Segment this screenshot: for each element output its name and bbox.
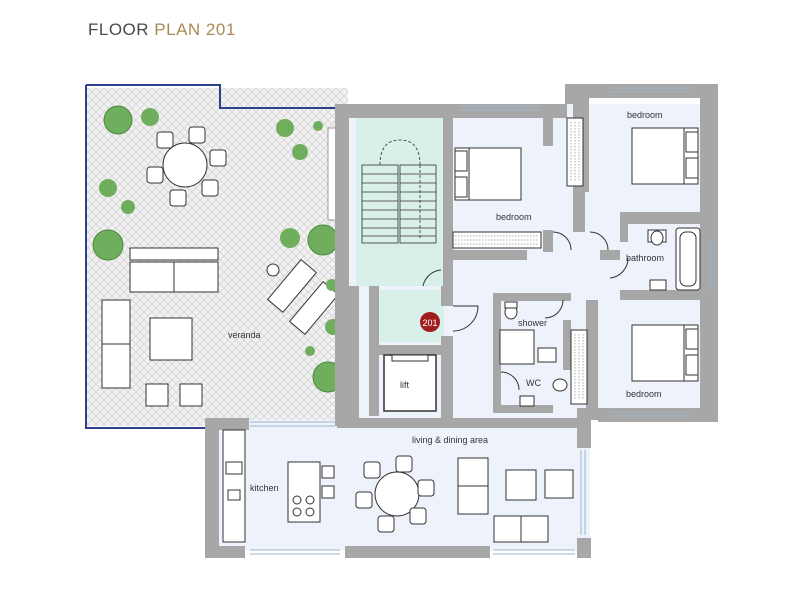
bedroom-center: bedroom xyxy=(452,147,572,251)
unit-badge-label: 201 xyxy=(422,318,437,328)
sun-loungers xyxy=(266,258,340,336)
bathroom: bathroom xyxy=(609,227,701,291)
outdoor-dining-set xyxy=(146,126,227,207)
label-veranda: veranda xyxy=(228,330,261,340)
unit-badge xyxy=(420,312,440,332)
bedroom-top: bedroom xyxy=(566,110,699,251)
walls xyxy=(205,84,718,558)
windows xyxy=(250,87,715,555)
label-bedroom-bottom: bedroom xyxy=(626,389,662,399)
label-wc: WC xyxy=(526,378,541,388)
title-plan: PLAN 201 xyxy=(154,20,236,39)
living-dining: living & dining area kitchen xyxy=(222,429,574,543)
title-floor: FLOOR xyxy=(88,20,150,39)
label-shower: shower xyxy=(518,318,547,328)
outdoor-sofa xyxy=(101,247,219,407)
plan-title: FLOOR PLAN 201 xyxy=(88,20,236,40)
label-kitchen: kitchen xyxy=(250,483,279,493)
label-living: living & dining area xyxy=(412,435,488,445)
veranda-area: veranda xyxy=(85,84,349,429)
label-bedroom-center: bedroom xyxy=(496,212,532,222)
staircase xyxy=(361,139,437,244)
shower-wc: shower WC xyxy=(499,299,568,407)
label-bedroom-top: bedroom xyxy=(627,110,663,120)
label-bathroom: bathroom xyxy=(626,253,664,263)
lift-shaft: lift xyxy=(383,354,437,412)
bedroom-bottom: bedroom xyxy=(570,324,699,405)
label-lift: lift xyxy=(400,380,409,390)
unit-entrance: 201 xyxy=(420,269,479,332)
